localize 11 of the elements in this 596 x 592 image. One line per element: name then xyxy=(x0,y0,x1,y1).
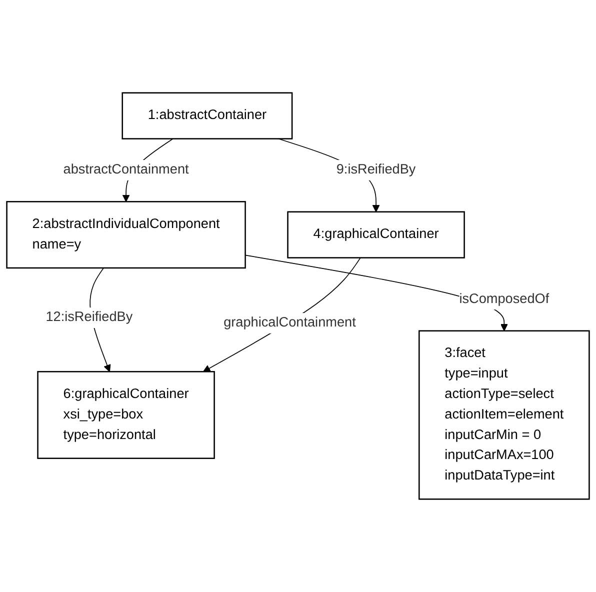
edge-label: 9:isReifiedBy xyxy=(336,162,416,177)
node-box: 1:abstractContainer xyxy=(122,92,293,140)
node-box: 2:abstractIndividualComponent name=y xyxy=(6,201,246,269)
node-box: 6:graphicalContainer xsi_type=box type=horizontal xyxy=(37,371,215,459)
node-box: 4:graphicalContainer xyxy=(287,211,465,258)
edge-label: isComposedOf xyxy=(459,292,550,306)
edge-label: abstractContainment xyxy=(63,162,189,177)
node-box: 3:facet type=input actionType=select actionItem=element inputCarMin = 0 inputCarMAx=100 inputDataType=int xyxy=(418,330,590,500)
edge-label: graphicalContainment xyxy=(224,316,356,330)
arrow xyxy=(203,257,361,372)
edge-label: 12:isReifiedBy xyxy=(46,310,133,325)
